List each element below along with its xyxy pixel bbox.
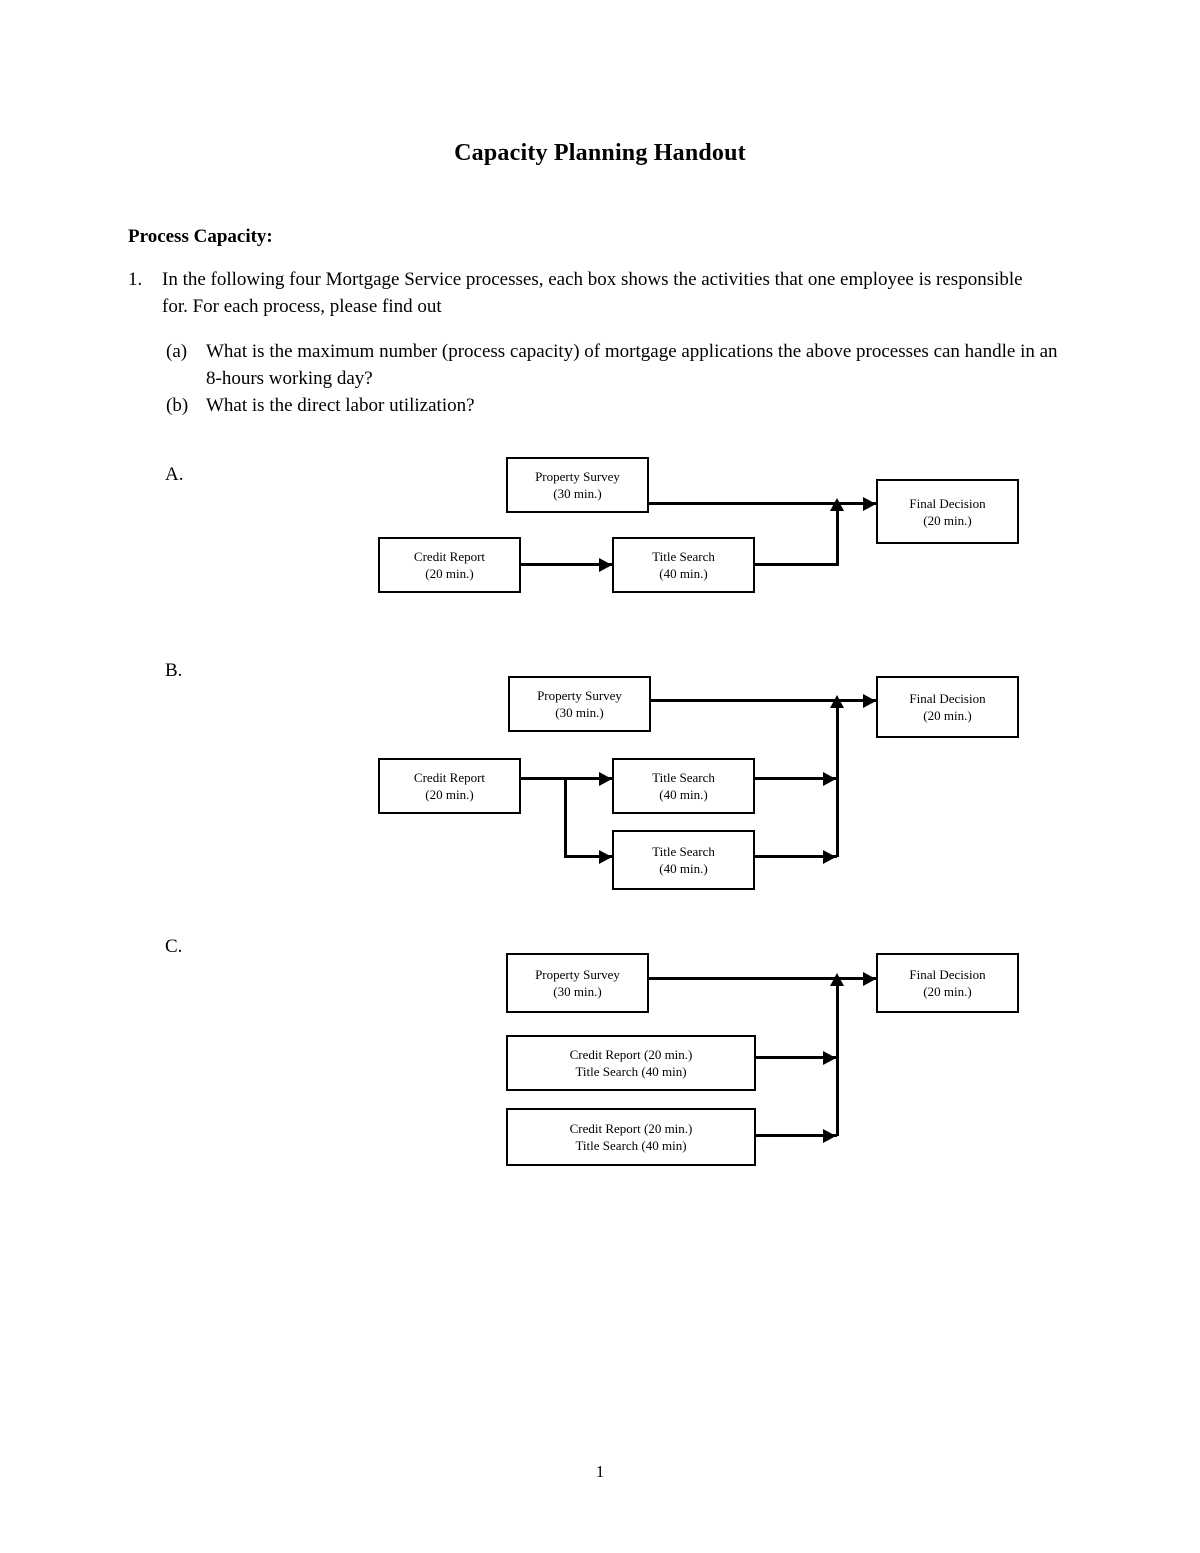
box-line-2: (20 min.) [425,566,474,581]
diagram-a-box-title-search: Title Search (40 min.) [612,537,755,593]
box-line-2: (20 min.) [923,512,972,528]
diagram-b-edge-title2-to-bus [755,855,837,858]
diagram-b-edge-credit-to-title2 [564,855,612,858]
box-line-2: (30 min.) [553,486,602,501]
diagram-label-a: A. [165,464,184,485]
box-line-1: Final Decision [909,495,986,511]
arrow-up-icon [830,695,844,708]
box-line-1: Final Decision [909,691,986,706]
diagram-b-box-final-decision: Final Decision (20 min.) [876,676,1019,738]
box-line-2: (20 min.) [923,984,972,999]
diagram-label-b: B. [165,660,183,681]
box-line-1: Title Search [652,770,715,785]
diagram-a-box-final-decision: Final Decision (20 min.) [876,479,1019,544]
section-heading: Process Capacity: [128,226,273,247]
diagram-b-box-credit-report: Credit Report (20 min.) [378,758,521,814]
diagram-b-box-title-search-1: Title Search (40 min.) [612,758,755,814]
diagram-a-box-credit-report: Credit Report (20 min.) [378,537,521,593]
box-line-1: Property Survey [535,469,620,484]
diagram-c-box-combined-2: Credit Report (20 min.) Title Search (40… [506,1108,756,1166]
question-item-1: 1. In the following four Mortgage Servic… [128,266,1048,320]
box-line-2: (20 min.) [923,708,972,723]
diagram-c-box-combined-1: Credit Report (20 min.) Title Search (40… [506,1035,756,1091]
question-marker: 1. [128,269,143,290]
diagram-b-edge-survey-to-decision [651,699,876,702]
box-line-1: Title Search [652,844,715,859]
sub-item-b-marker: (b) [166,395,189,416]
box-line-2: (30 min.) [555,705,604,720]
box-line-2: Title Search (40 min) [575,1064,687,1079]
diagram-b-merge-bus [836,705,839,857]
box-line-1: Credit Report [413,770,486,785]
sub-item-a-marker: (a) [166,341,188,362]
box-line-1: Credit Report (20 min.) [569,1047,693,1062]
diagram-c-edge-survey-to-decision [649,977,876,980]
diagram-c-merge-bus [836,983,839,1136]
diagram-label-c: C. [165,936,183,957]
arrow-right-icon [599,772,612,786]
diagram-c-edge-combined1-to-bus [756,1056,837,1059]
box-line-2: (20 min.) [425,787,474,802]
box-line-2: Title Search (40 min) [575,1138,687,1153]
arrow-up-icon [830,498,844,511]
diagram-a-edge-title-to-riser [755,563,839,566]
diagram-b-credit-split-bus [564,777,567,857]
box-line-2: (40 min.) [659,566,708,581]
diagram-b-box-title-search-2: Title Search (40 min.) [612,830,755,890]
arrow-up-icon [830,973,844,986]
arrow-right-icon [823,1051,836,1065]
box-line-2: (40 min.) [659,787,708,802]
box-line-2: (40 min.) [659,861,708,876]
diagram-a-edge-credit-to-title [521,563,612,566]
page-number: 1 [595,1462,605,1481]
arrow-right-icon [599,558,612,572]
diagram-c-box-final-decision: Final Decision (20 min.) [876,953,1019,1013]
box-line-1: Property Survey [537,688,622,703]
question-sub-item-b: (b) What is the direct labor utilization… [166,392,1066,419]
diagram-c-edge-combined2-to-bus [756,1134,837,1137]
diagram-b-edge-title1-to-bus [755,777,837,780]
arrow-right-icon [863,972,876,986]
question-sub-list: (a) What is the maximum number (process … [166,338,1066,419]
arrow-right-icon [823,772,836,786]
question-sub-item-a: (a) What is the maximum number (process … [166,338,1066,392]
diagram-c-box-property-survey: Property Survey (30 min.) [506,953,649,1013]
sub-item-b-text: What is the direct labor utilization? [206,395,475,416]
box-line-1: Credit Report [413,549,486,564]
arrow-right-icon [863,497,876,511]
arrow-right-icon [823,850,836,864]
diagram-a-box-property-survey: Property Survey (30 min.) [506,457,649,513]
diagram-a-riser [836,508,839,566]
arrow-right-icon [599,850,612,864]
question-text: In the following four Mortgage Service p… [162,269,1023,317]
diagram-b-box-property-survey: Property Survey (30 min.) [508,676,651,732]
box-line-1: Title Search [652,549,715,564]
arrow-right-icon [823,1129,836,1143]
box-line-2: (30 min.) [553,984,602,999]
sub-item-a-text: What is the maximum number (process capa… [206,341,1058,389]
box-line-1: Final Decision [909,967,986,982]
diagram-a-edge-survey-to-decision [649,502,876,505]
box-line-1: Credit Report (20 min.) [569,1121,693,1136]
box-line-1: Property Survey [535,967,620,982]
page-title: Capacity Planning Handout [454,140,746,166]
arrow-right-icon [863,694,876,708]
